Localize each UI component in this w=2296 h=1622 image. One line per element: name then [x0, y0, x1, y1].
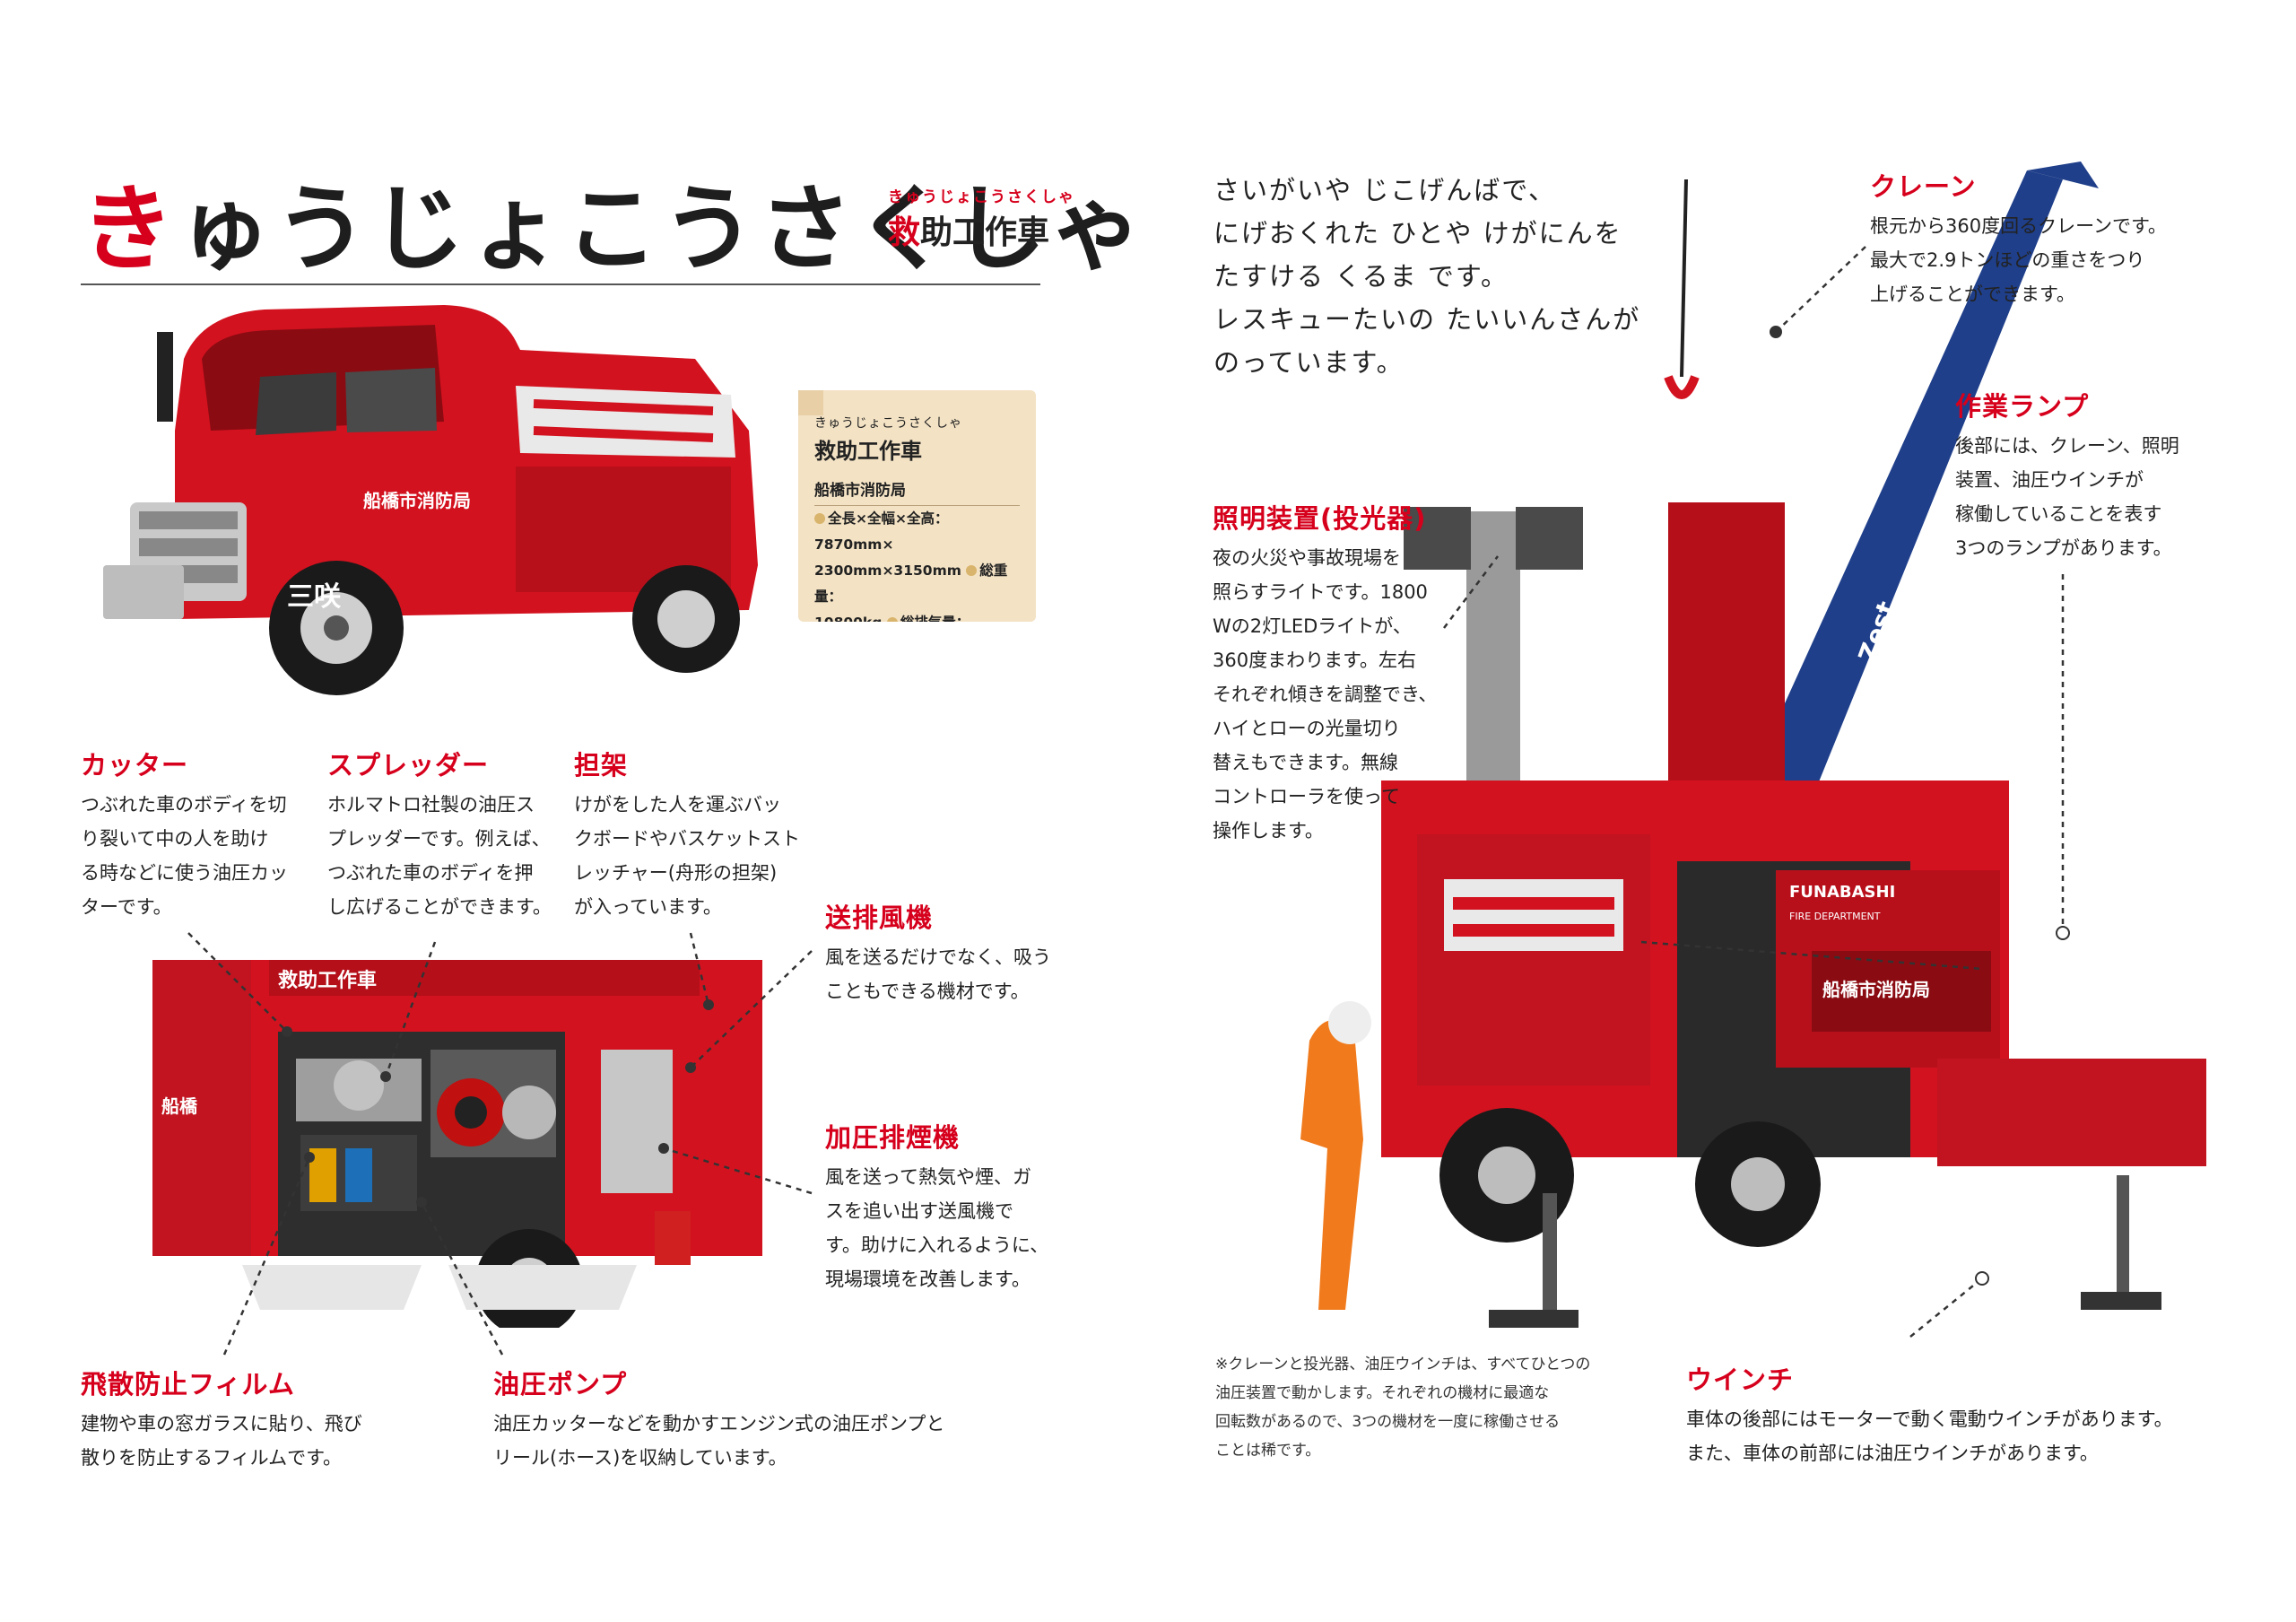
spec-card-ruby: きゅうじょこうさくしゃ — [814, 416, 962, 431]
spec-line: 総重量： — [814, 562, 1008, 605]
label-ventilator: 送排風機 風を送るだけでなく、吸うこともできる機材です。 — [825, 897, 1051, 1008]
label-title: カッター — [81, 750, 189, 780]
leader-winch-2 — [1909, 1278, 1983, 1338]
spec-line: 10800kg — [814, 615, 883, 631]
leader-lines-left — [187, 932, 813, 1356]
leader-pump — [420, 1201, 504, 1356]
cab-number-text: 三咲 — [287, 581, 342, 613]
leader-ventilator — [690, 950, 813, 1068]
leader-spreader — [384, 941, 437, 1077]
leader-dot — [282, 1026, 292, 1037]
crane-truck-illustration: 船橋市消防局 FUNABASHI FIRE DEPARTMENT Zest — [1300, 161, 2206, 1328]
page-title: きゅうじょこうさくしゃ — [81, 174, 1147, 283]
label-crane: クレーン 根元から360度回るクレーンです。最大で2.9トンほどの重さをつり上げ… — [1870, 166, 2167, 311]
leader-dot — [703, 999, 714, 1010]
spec-line: 2300mm×3150mm — [814, 562, 961, 579]
label-smoke-blower: 加圧排煙機 風を送って熱気や煙、ガスを追い出す送風機です。助けに入れるように、現… — [825, 1117, 1048, 1296]
label-title: 油圧ポンプ — [493, 1369, 628, 1400]
leader-crane — [1775, 246, 1866, 333]
spec-card-tab — [798, 390, 823, 415]
label-film: 飛散防止フィルム 建物や車の窓ガラスに貼り、飛び散りを防止するフィルムです。 — [81, 1364, 362, 1475]
spec-card-name: 救助工作車 — [814, 439, 922, 464]
label-title: 作業ランプ — [1955, 391, 2090, 422]
label-title: クレーン — [1870, 171, 1977, 202]
leader-cutter — [187, 932, 288, 1033]
label-title: 加圧排煙機 — [825, 1122, 961, 1153]
leader-lines-right — [1443, 246, 2070, 1338]
leader-smoke-blower — [663, 1147, 813, 1195]
title-kanji: きゅうじょこうさくしゃ 救助工作車 — [888, 188, 1075, 251]
label-spreader: スプレッダー ホルマトロ社製の油圧スプレッダーです。例えば、つぶれた車のボディを… — [327, 745, 552, 924]
label-pump: 油圧ポンプ 油圧カッターなどを動かすエンジン式の油圧ポンプとリール(ホース)を収… — [493, 1364, 944, 1475]
label-title: ウインチ — [1686, 1365, 1795, 1395]
leader-dot — [1975, 1271, 1989, 1286]
rear-panel-text: 救助工作車 — [278, 970, 377, 992]
spec-card-org: 船橋市消防局 — [814, 477, 1020, 506]
leader-film — [222, 1156, 311, 1356]
bullet-icon — [966, 565, 978, 576]
label-title: 照明装置(投光器) — [1213, 503, 1427, 534]
dept-text: FIRE DEPARTMENT — [1789, 911, 1881, 922]
leader-dot — [416, 1197, 427, 1208]
label-title: スプレッダー — [327, 750, 490, 780]
label-cutter: カッター つぶれた車のボディを切り裂いて中の人を助ける時などに使う油圧カッターで… — [81, 745, 288, 924]
leader-dot — [658, 1143, 669, 1154]
leader-dot — [1770, 326, 1782, 338]
label-winch: ウインチ 車体の後部にはモーターで動く電動ウインチがあります。また、車体の前部に… — [1686, 1359, 2173, 1470]
bullet-icon — [814, 513, 825, 524]
leader-stretcher — [689, 932, 710, 1006]
label-stretcher: 担架 けがをした人を運ぶバックボードやバスケットストレッチャー(舟形の担架)が入… — [574, 745, 800, 924]
label-title: 送排風機 — [825, 903, 934, 933]
leader-dot — [304, 1152, 315, 1163]
leader-dot — [2056, 926, 2070, 940]
spec-line: 全長×全幅×全高：7870mm× — [814, 510, 949, 553]
leader-dot — [685, 1062, 696, 1073]
leader-lighting — [1443, 555, 1499, 629]
spec-line: 総排気量：6400cc — [814, 615, 970, 657]
bullet-icon — [886, 617, 898, 622]
label-title: 担架 — [574, 750, 629, 780]
leader-dot — [380, 1071, 391, 1082]
leader-winch — [1640, 940, 1983, 971]
label-work-lamp: 作業ランプ 後部には、クレーン、照明装置、油圧ウインチが 稼働していることを表す… — [1955, 386, 2179, 565]
intro-text: さいがいや じこげんばで、にげおくれた ひとや けがにんをたすける くるま です… — [1213, 175, 1641, 378]
cab-side-text: 船橋市消防局 — [363, 490, 471, 511]
title-rule — [81, 283, 1040, 285]
spec-card: きゅうじょこうさくしゃ 救助工作車 船橋市消防局 全長×全幅×全高：7870mm… — [798, 390, 1036, 622]
truck-front-illustration: 三咲 船橋市消防局 — [103, 305, 758, 695]
svg-text:船橋: 船橋 — [161, 1095, 198, 1117]
footnote: ※クレーンと投光器、油圧ウインチは、すべてひとつの油圧装置で動かします。それぞれ… — [1215, 1356, 1591, 1460]
label-title: 飛散防止フィルム — [81, 1369, 295, 1400]
rear-side-text: 船橋市消防局 — [1822, 979, 1930, 1000]
truck-compartment-illustration: 救助工作車 船橋 — [152, 960, 762, 1328]
brand-text: FUNABASHI — [1789, 883, 1895, 902]
